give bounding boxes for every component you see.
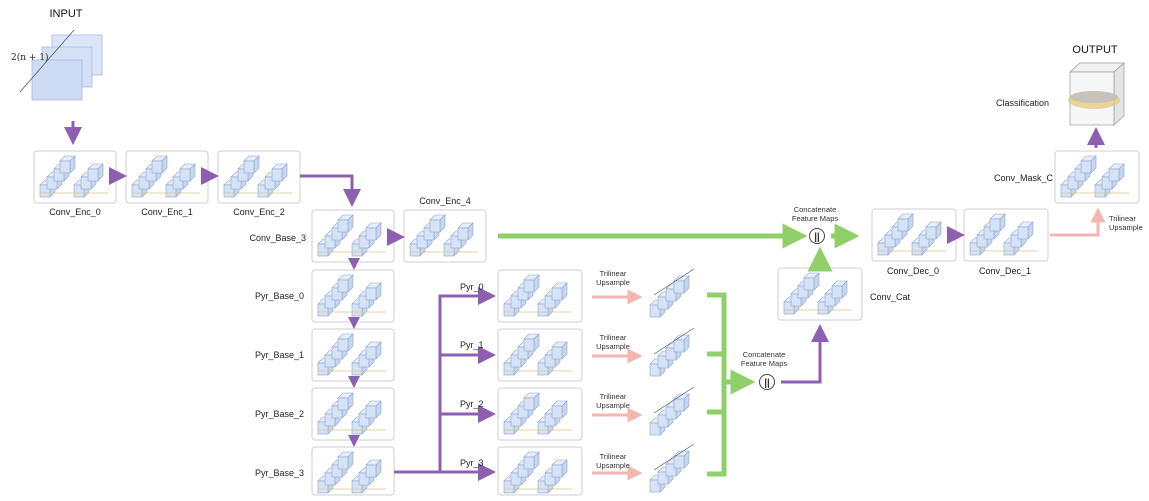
input-volume — [19, 29, 103, 101]
pyr-base-2-block — [311, 387, 395, 441]
pyr-base-3-block — [311, 446, 395, 496]
input-title: INPUT — [49, 8, 83, 20]
conv-enc-0-block — [33, 150, 117, 204]
pyr-2-block — [497, 387, 583, 441]
classification-label: Classification — [995, 98, 1049, 108]
pyr-base-3-label: Pyr_Base_3 — [254, 468, 304, 478]
pyr-3-block — [497, 446, 583, 496]
conv-base-3-label: Conv_Base_3 — [249, 233, 306, 243]
pyr-2-label: Pyr_2 — [460, 399, 484, 409]
upsample-volume-0 — [649, 268, 695, 318]
upsample-volume-2 — [649, 386, 695, 436]
conv-enc-2-label: Conv_Enc_2 — [233, 207, 285, 217]
output-volume — [1068, 62, 1125, 126]
conv-mask-c-block — [1054, 150, 1140, 204]
pyr-base-1-block — [311, 328, 395, 382]
svg-text:||: || — [764, 378, 770, 389]
conv-dec-1-block — [963, 208, 1049, 262]
conv-enc-2-block — [217, 150, 301, 204]
purple-connections — [64, 121, 1105, 481]
pyr-base-1-label: Pyr_Base_1 — [254, 350, 304, 360]
conv-cat-label: Conv_Cat — [870, 292, 911, 302]
conv-enc-4-label: Conv_Enc_4 — [419, 196, 471, 206]
pink-connections — [592, 207, 1106, 481]
output-title: OUTPUT — [1072, 44, 1118, 56]
concat-symbol-bottom: || — [759, 374, 775, 390]
svg-text:||: || — [814, 232, 820, 243]
conv-mask-c-label: Conv_Mask_C — [993, 173, 1053, 183]
conv-enc-0-label: Conv_Enc_0 — [49, 207, 101, 217]
pyr-1-block — [497, 328, 583, 382]
conv-dec-0-label: Conv_Dec_0 — [886, 266, 940, 276]
pyr-0-block — [497, 269, 583, 323]
green-connections — [498, 223, 860, 477]
conv-enc-4-block — [403, 209, 487, 263]
upsample-volume-3 — [649, 443, 695, 493]
pyr-base-0-label: Pyr_Base_0 — [254, 291, 304, 301]
conv-dec-0-block — [871, 208, 957, 262]
upsample-volume-1 — [649, 327, 695, 377]
conv-dec-1-label: Conv_Dec_1 — [978, 266, 1032, 276]
pyr-base-2-label: Pyr_Base_2 — [254, 409, 304, 419]
channel-divider-line — [19, 29, 75, 93]
conv-base-3-block — [311, 209, 395, 263]
pyr-3-label: Pyr_3 — [460, 458, 484, 468]
concat-symbol-top: || — [809, 228, 825, 244]
channels-label: 2(n + 1) — [11, 53, 49, 63]
conv-enc-1-label: Conv_Enc_1 — [141, 207, 193, 217]
pyr-1-label: Pyr_1 — [460, 340, 484, 350]
pyr-base-0-block — [311, 269, 395, 323]
conv-cat-block — [777, 267, 863, 321]
conv-enc-1-block — [125, 150, 209, 204]
pyr-0-label: Pyr_0 — [460, 282, 484, 292]
